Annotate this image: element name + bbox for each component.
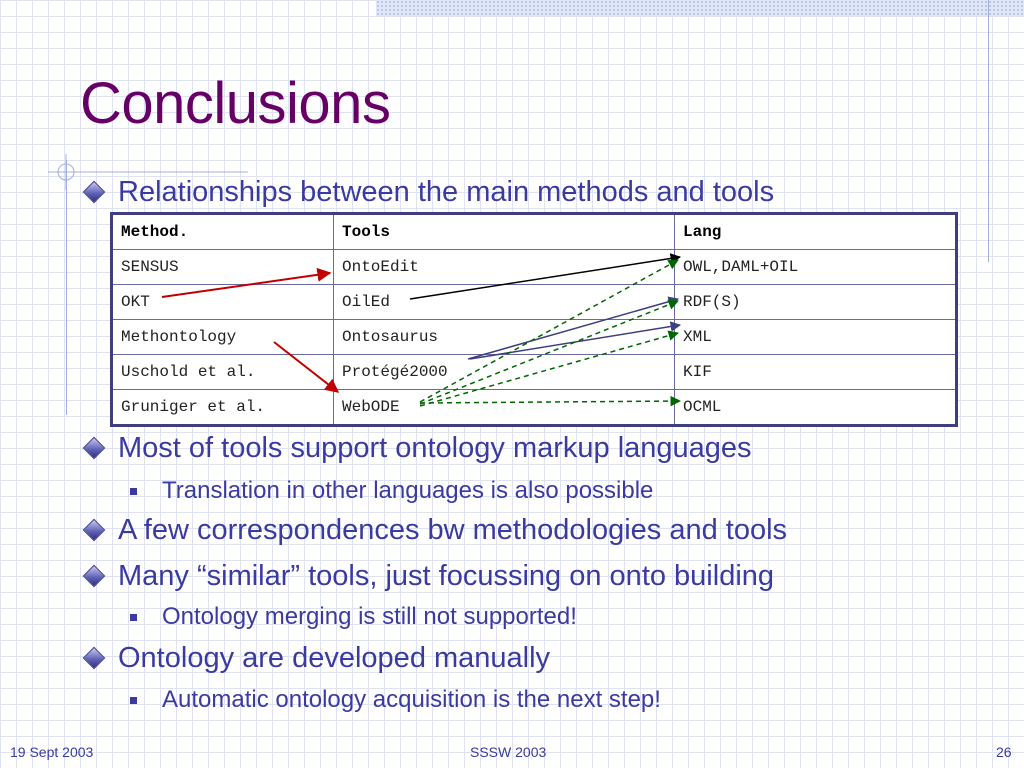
- cell-method: Uschold et al.: [111, 354, 334, 390]
- cell-lang: OCML: [674, 389, 957, 426]
- bullet-text: A few correspondences bw methodologies a…: [118, 514, 788, 546]
- square-bullet-icon: [130, 697, 137, 704]
- cell-tool: Protégé2000: [333, 354, 675, 390]
- diamond-bullet-icon: [82, 518, 106, 542]
- subbullet-text: Automatic ontology acquisition is the ne…: [162, 686, 661, 713]
- footer-page-number: 26: [996, 744, 1012, 760]
- cell-method: OKT: [111, 284, 334, 320]
- header-method: Method.: [111, 213, 334, 250]
- cell-tool: OntoEdit: [333, 249, 675, 285]
- cell-lang: KIF: [674, 354, 957, 390]
- cell-lang: XML: [674, 319, 957, 355]
- decor-vertical-line: [988, 0, 989, 262]
- top-decor-bar: [376, 0, 1024, 16]
- slide-title: Conclusions: [80, 71, 391, 136]
- crosshair-decor: [48, 154, 248, 190]
- footer-event: SSSW 2003: [470, 744, 547, 760]
- bullet-text: Most of tools support ontology markup la…: [118, 432, 752, 464]
- cell-tool: WebODE: [333, 389, 675, 426]
- bullet-text: Relationships between the main methods a…: [118, 176, 775, 208]
- table-row: Gruniger et al. WebODE OCML: [111, 389, 957, 426]
- cell-method: SENSUS: [111, 249, 334, 285]
- table-row: Uschold et al. Protégé2000 KIF: [111, 354, 957, 390]
- header-lang: Lang: [674, 213, 957, 250]
- cell-method: Methontology: [111, 319, 334, 355]
- table-row: OKT OilEd RDF(S): [111, 284, 957, 320]
- cell-lang: RDF(S): [674, 284, 957, 320]
- bullet-text: Many “similar” tools, just focussing on …: [118, 560, 775, 592]
- cell-tool: Ontosaurus: [333, 319, 675, 355]
- header-tools: Tools: [333, 213, 675, 250]
- diamond-bullet-icon: [82, 646, 106, 670]
- square-bullet-icon: [130, 614, 137, 621]
- bullet-text: Ontology are developed manually: [118, 642, 551, 674]
- footer-date: 19 Sept 2003: [10, 744, 94, 760]
- table-header-row: Method. Tools Lang: [111, 213, 957, 250]
- cell-method: Gruniger et al.: [111, 389, 334, 426]
- cell-tool: OilEd: [333, 284, 675, 320]
- diamond-bullet-icon: [82, 564, 106, 588]
- subbullet-text: Translation in other languages is also p…: [162, 477, 654, 504]
- table-row: Methontology Ontosaurus XML: [111, 319, 957, 355]
- cell-lang: OWL,DAML+OIL: [674, 249, 957, 285]
- decor-vertical-line-left: [66, 160, 67, 415]
- square-bullet-icon: [130, 488, 137, 495]
- subbullet-text: Ontology merging is still not supported!: [162, 603, 577, 630]
- diamond-bullet-icon: [82, 436, 106, 460]
- table-row: SENSUS OntoEdit OWL,DAML+OIL: [111, 249, 957, 285]
- methods-tools-table: Method. Tools Lang SENSUS OntoEdit OWL,D…: [110, 212, 958, 427]
